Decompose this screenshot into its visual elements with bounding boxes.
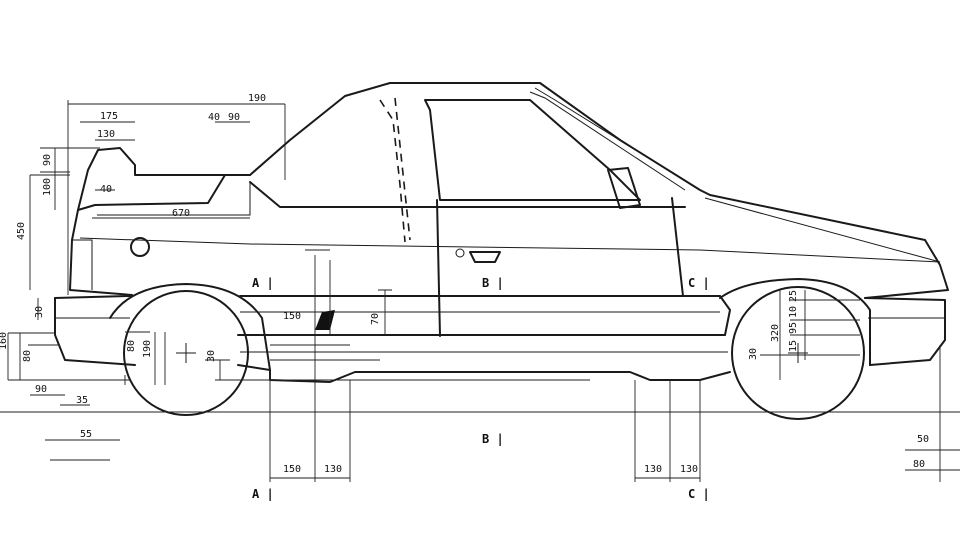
dim-150-sill: 150 [283,311,301,322]
dim-35: 35 [76,395,88,406]
dim-70-sill: 70 [370,313,381,325]
dim-130-top: 130 [97,129,115,140]
dim-80-wheel: 80 [126,340,137,352]
dim-150-bottom: 150 [283,464,301,475]
door-and-windows [130,87,701,337]
section-a-top-label: A | [252,276,274,290]
dim-50: 50 [917,434,929,445]
dim-190-wheel: 190 [142,340,153,358]
dim-190-top: 190 [248,93,266,104]
dim-15: 15 [788,340,799,352]
front-wheel [719,278,871,420]
section-b-mid-label: B | [482,276,504,290]
dim-55: 55 [80,429,92,440]
dimension-lines [0,100,960,482]
dim-40-b: 40 [100,184,112,195]
dim-10: 10 [788,306,799,318]
car-body-outline [54,82,949,383]
dim-100-left: 100 [42,178,53,196]
dim-670: 670 [172,208,190,219]
section-b-bottom-label: B | [482,432,504,446]
dim-95: 95 [788,322,799,334]
dim-80-left: 80 [22,350,33,362]
dim-450: 450 [16,222,27,240]
dim-30-rear: 30 [748,348,759,360]
rear-wheel [109,283,271,416]
section-c-top-label: C | [688,276,710,290]
door-handle-icon [469,251,501,263]
dim-90-bottom: 90 [35,384,47,395]
dim-130-c-right: 130 [680,464,698,475]
dim-175: 175 [100,111,118,122]
dim-90-a: 90 [228,112,240,123]
dim-80-right: 80 [913,459,925,470]
sill-detail [315,310,335,330]
section-c-bottom-label: C | [688,487,710,501]
dim-130-a-bottom: 130 [324,464,342,475]
dim-30-left: 30 [34,306,45,318]
dim-160-left: 160 [0,332,9,350]
dim-40-a: 40 [208,112,220,123]
dim-25: 25 [788,290,799,302]
fuel-cap-icon [130,237,150,257]
dim-130-c-left: 130 [644,464,662,475]
section-a-bottom-label: A | [252,487,274,501]
dim-30-wheel: 30 [206,350,217,362]
dim-90-left: 90 [42,154,53,166]
dim-320: 320 [770,324,781,342]
